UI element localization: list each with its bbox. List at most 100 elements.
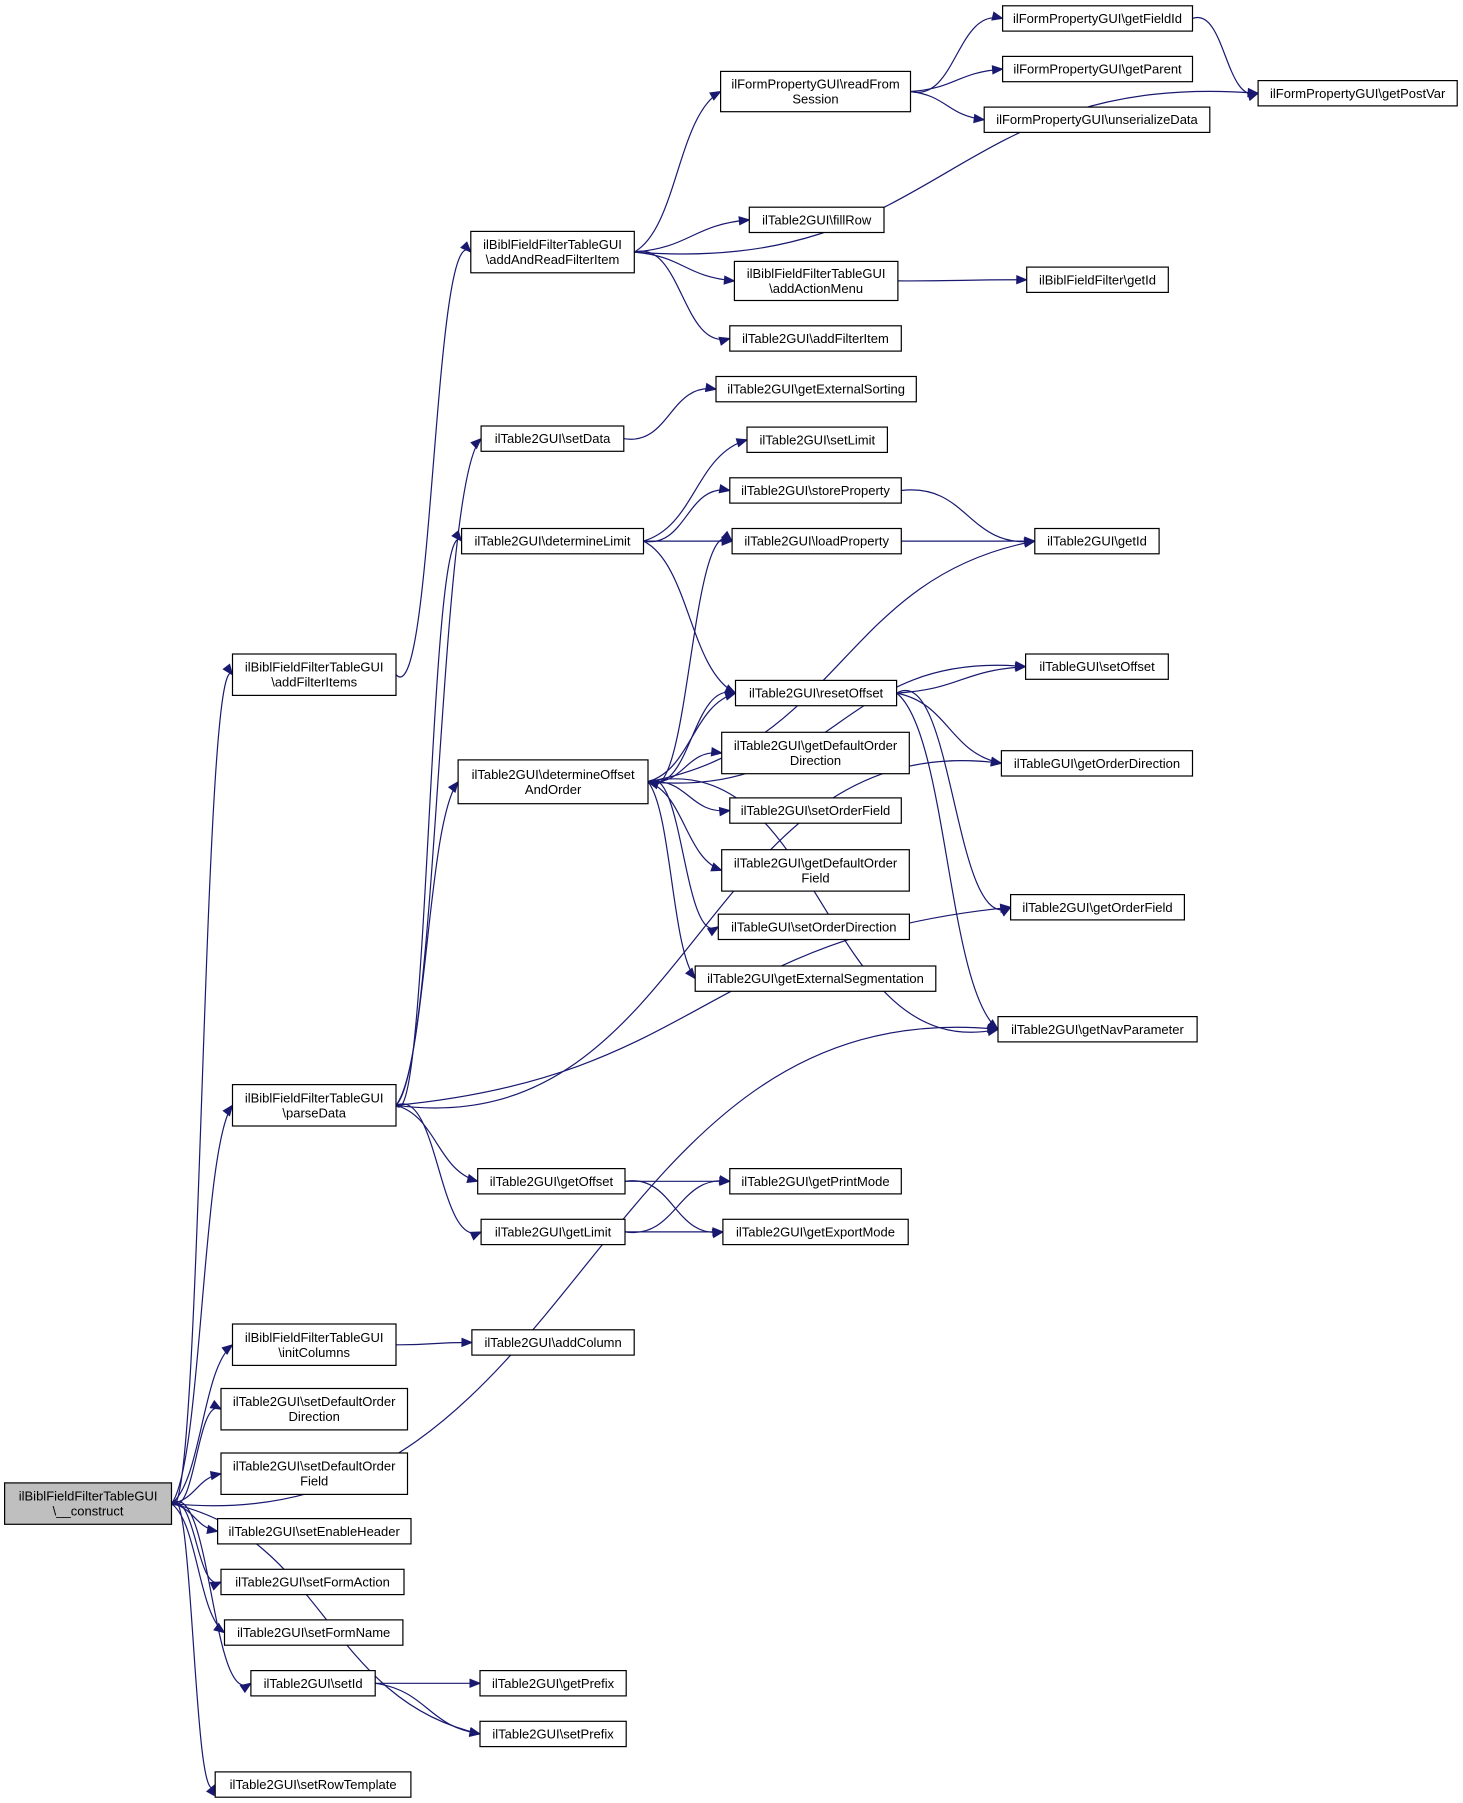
node-setOrderField[interactable]: ilTable2GUI\setOrderField — [729, 797, 902, 824]
node-box — [983, 106, 1211, 133]
edge-arrowhead — [206, 1783, 216, 1797]
edge-addFilterItems-to-addAndReadFilterItem — [395, 241, 472, 678]
node-label: ilTableGUI\setOrderDirection — [731, 919, 896, 934]
edge-line — [395, 760, 1002, 1109]
node-storeProperty[interactable]: ilTable2GUI\storeProperty — [729, 477, 902, 504]
edge-parseData-to-determineOffsetAndOrder — [395, 780, 459, 1106]
node-parseData[interactable]: ilBiblFieldFilterTableGUI\parseData — [231, 1083, 397, 1127]
node-box — [480, 1218, 626, 1246]
edge-arrowhead — [460, 241, 472, 254]
node-setLimit[interactable]: ilTable2GUI\setLimit — [746, 426, 888, 454]
edge-arrowhead — [718, 483, 732, 494]
node-getOrderDirection[interactable]: ilTableGUI\getOrderDirection — [1000, 750, 1194, 777]
edge-arrowhead — [1014, 660, 1027, 671]
node-label: ilBiblFieldFilter\getId — [1039, 272, 1156, 287]
node-box — [734, 679, 898, 707]
node-label: ilTable2GUI\resetOffset — [749, 686, 884, 701]
edge-line — [634, 250, 730, 341]
node-box — [457, 759, 649, 805]
node-getOrderField[interactable]: ilTable2GUI\getOrderField — [1009, 893, 1185, 921]
node-getPostVar[interactable]: ilFormPropertyGUI\getPostVar — [1257, 79, 1458, 107]
node-initColumns[interactable]: ilBiblFieldFilterTableGUI\initColumns — [231, 1323, 397, 1367]
node-box — [477, 1167, 626, 1195]
node-fillRow[interactable]: ilTable2GUI\fillRow — [748, 206, 885, 234]
edge-line — [634, 219, 750, 253]
node-box — [3, 1482, 173, 1525]
edge-addAndReadFilterItem-to-addActionMenu — [634, 251, 736, 285]
edge-line — [643, 540, 736, 694]
node-getOffset[interactable]: ilTable2GUI\getOffset — [477, 1167, 626, 1195]
node-box — [748, 206, 885, 234]
edge-arrowhead — [206, 1524, 219, 1535]
node-box — [231, 1323, 397, 1367]
edge-construct-to-initColumns — [171, 1343, 234, 1505]
node-addColumn[interactable]: ilTable2GUI\addColumn — [471, 1329, 635, 1356]
edge-arrowhead — [1246, 92, 1260, 102]
edge-determineLimit-to-storeProperty — [643, 483, 732, 543]
node-setFormName[interactable]: ilTable2GUI\setFormName — [223, 1619, 404, 1646]
node-unserializeData[interactable]: ilFormPropertyGUI\unserializeData — [983, 106, 1211, 133]
node-setFormAction[interactable]: ilTable2GUI\setFormAction — [220, 1568, 405, 1596]
node-setRowTemplate[interactable]: ilTable2GUI\setRowTemplate — [214, 1771, 412, 1798]
edge-arrowhead — [973, 113, 986, 124]
node-label: ilBiblFieldFilterTableGUI — [747, 266, 886, 281]
node-setData[interactable]: ilTable2GUI\setData — [480, 425, 625, 452]
node-box — [1000, 750, 1194, 777]
node-label: ilFormPropertyGUI\unserializeData — [996, 112, 1198, 127]
edge-line — [395, 781, 459, 1106]
node-box — [729, 797, 902, 824]
node-setOffset[interactable]: ilTableGUI\setOffset — [1024, 653, 1169, 680]
node-setOrderDirection[interactable]: ilTableGUI\setOrderDirection — [717, 913, 910, 941]
node-addAndReadFilterItem[interactable]: ilBiblFieldFilterTableGUI\addAndReadFilt… — [470, 230, 635, 274]
node-filterGetId[interactable]: ilBiblFieldFilter\getId — [1026, 266, 1169, 294]
node-getPrintMode[interactable]: ilTable2GUI\getPrintMode — [729, 1167, 902, 1195]
edge-arrowhead — [239, 1682, 253, 1694]
edge-determineOffsetAndOrder-to-getDefaultOrderField — [647, 781, 723, 872]
edge-arrowhead — [724, 691, 737, 701]
node-addActionMenu[interactable]: ilBiblFieldFilterTableGUI\addActionMenu — [733, 260, 899, 302]
node-construct[interactable]: ilBiblFieldFilterTableGUI\__construct — [3, 1482, 173, 1525]
node-getFieldId[interactable]: ilFormPropertyGUI\getFieldId — [1001, 5, 1194, 32]
edge-arrowhead — [209, 1581, 223, 1591]
node-box — [1034, 527, 1160, 555]
node-label: ilTable2GUI\getDefaultOrder — [734, 855, 898, 870]
node-loadProperty[interactable]: ilTable2GUI\loadProperty — [731, 527, 902, 555]
edge-addAndReadFilterItem-to-addFilterItem — [634, 250, 732, 346]
edge-parseData-to-getOffset — [395, 1104, 480, 1183]
node-getExternalSorting[interactable]: ilTable2GUI\getExternalSorting — [715, 375, 917, 403]
node-getPrefix[interactable]: ilTable2GUI\getPrefix — [479, 1669, 627, 1697]
node-getExternalSegmentation[interactable]: ilTable2GUI\getExternalSegmentation — [694, 965, 937, 992]
edge-line — [375, 1682, 481, 1735]
node-box — [721, 849, 910, 892]
node-label: ilTable2GUI\getExternalSorting — [727, 382, 905, 397]
node-getParent[interactable]: ilFormPropertyGUI\getParent — [1001, 55, 1194, 83]
node-label: ilTable2GUI\getNavParameter — [1011, 1022, 1184, 1037]
node-getId[interactable]: ilTable2GUI\getId — [1034, 527, 1160, 555]
node-determineLimit[interactable]: ilTable2GUI\determineLimit — [461, 527, 645, 555]
edge-line — [170, 1500, 216, 1789]
node-getNavParameter[interactable]: ilTable2GUI\getNavParameter — [997, 1015, 1198, 1043]
edge-line — [643, 489, 730, 543]
node-setPrefix[interactable]: ilTable2GUI\setPrefix — [479, 1720, 627, 1748]
edge-construct-to-setId — [171, 1500, 253, 1694]
node-box — [694, 965, 937, 992]
node-getExportMode[interactable]: ilTable2GUI\getExportMode — [722, 1218, 909, 1246]
node-label: ilTable2GUI\setId — [264, 1676, 363, 1691]
node-label: ilTable2GUI\determineOffset — [472, 767, 635, 782]
node-setEnableHeader[interactable]: ilTable2GUI\setEnableHeader — [217, 1517, 412, 1545]
edge-arrowhead — [712, 1227, 725, 1237]
node-getLimit[interactable]: ilTable2GUI\getLimit — [480, 1218, 626, 1246]
edge-getLimit-to-getExportMode — [625, 1227, 725, 1237]
node-setId[interactable]: ilTable2GUI\setId — [250, 1669, 376, 1697]
node-addFilterItem[interactable]: ilTable2GUI\addFilterItem — [729, 325, 902, 352]
node-resetOffset[interactable]: ilTable2GUI\resetOffset — [734, 679, 898, 707]
node-addFilterItems[interactable]: ilBiblFieldFilterTableGUI\addFilterItems — [231, 653, 397, 697]
edge-arrowhead — [718, 1175, 732, 1185]
